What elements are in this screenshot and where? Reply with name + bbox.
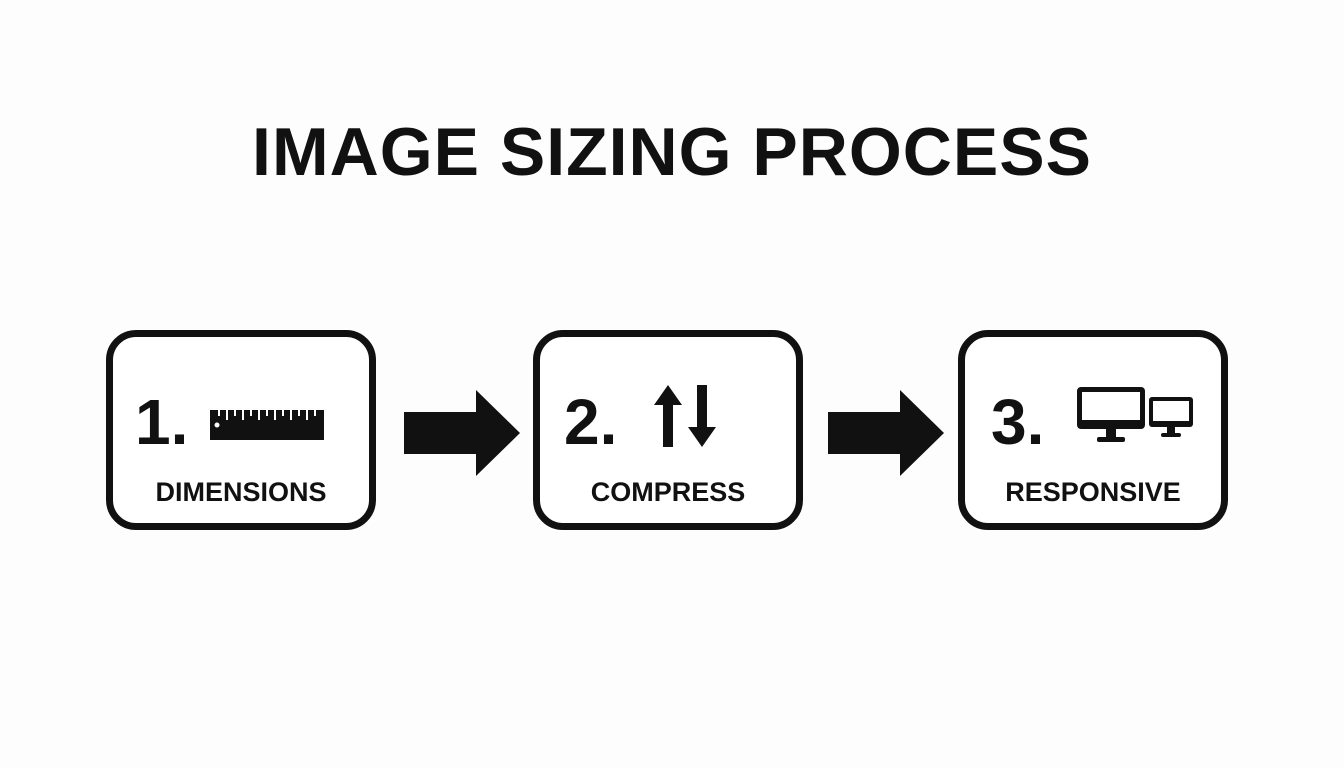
step-number: 2. xyxy=(564,386,618,458)
step-number: 3. xyxy=(991,386,1045,458)
right-arrow-icon xyxy=(828,390,944,476)
monitors-icon xyxy=(1077,387,1193,442)
step-label: DIMENSIONS xyxy=(155,477,327,507)
step-number: 1. xyxy=(135,386,189,458)
step-box-responsive: 3. RESPONSIVE xyxy=(958,330,1228,530)
step-label: RESPONSIVE xyxy=(1005,477,1181,507)
step-label: COMPRESS xyxy=(590,477,746,507)
right-arrow-icon xyxy=(404,390,520,476)
step-box-compress: 2. COMPRESS xyxy=(533,330,803,530)
step-box-dimensions: 1. DIMENSIONS xyxy=(106,330,376,530)
diagram-title: IMAGE SIZING PROCESS xyxy=(252,114,1092,190)
up-down-arrows-icon xyxy=(654,385,716,447)
ruler-icon xyxy=(210,410,324,440)
